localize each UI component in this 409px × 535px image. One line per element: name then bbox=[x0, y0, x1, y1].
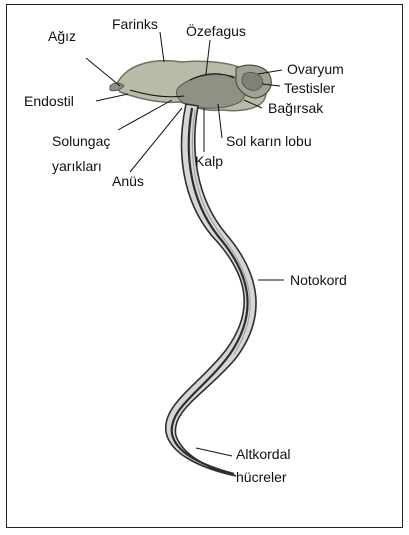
label-solungac-line2: yarıkları bbox=[52, 158, 102, 174]
label-sol-karin-lobu: Sol karın lobu bbox=[226, 133, 312, 149]
leader-agiz bbox=[86, 58, 120, 86]
label-agiz: Ağız bbox=[48, 28, 76, 44]
larva-trunk bbox=[110, 61, 271, 111]
label-ovaryum: Ovaryum bbox=[287, 61, 344, 77]
leader-solungac bbox=[118, 100, 172, 130]
label-ozefagus: Özefagus bbox=[186, 22, 246, 39]
label-solungac-line1: Solungaç bbox=[52, 133, 110, 149]
label-farinks: Farinks bbox=[112, 16, 158, 32]
label-altkordal-line1: Altkordal bbox=[236, 446, 290, 462]
label-endostil: Endostil bbox=[24, 93, 74, 109]
label-anus: Anüs bbox=[112, 173, 144, 189]
leader-endostil bbox=[96, 94, 128, 101]
label-bagirsak: Bağırsak bbox=[268, 100, 324, 116]
leader-altkordal bbox=[196, 448, 232, 456]
label-testisler: Testisler bbox=[284, 80, 336, 96]
leader-farinks bbox=[160, 32, 164, 62]
leader-anus bbox=[130, 108, 182, 172]
label-kalp: Kalp bbox=[195, 153, 223, 169]
label-notokord: Notokord bbox=[290, 272, 347, 288]
label-altkordal-line2: hücreler bbox=[236, 469, 287, 485]
